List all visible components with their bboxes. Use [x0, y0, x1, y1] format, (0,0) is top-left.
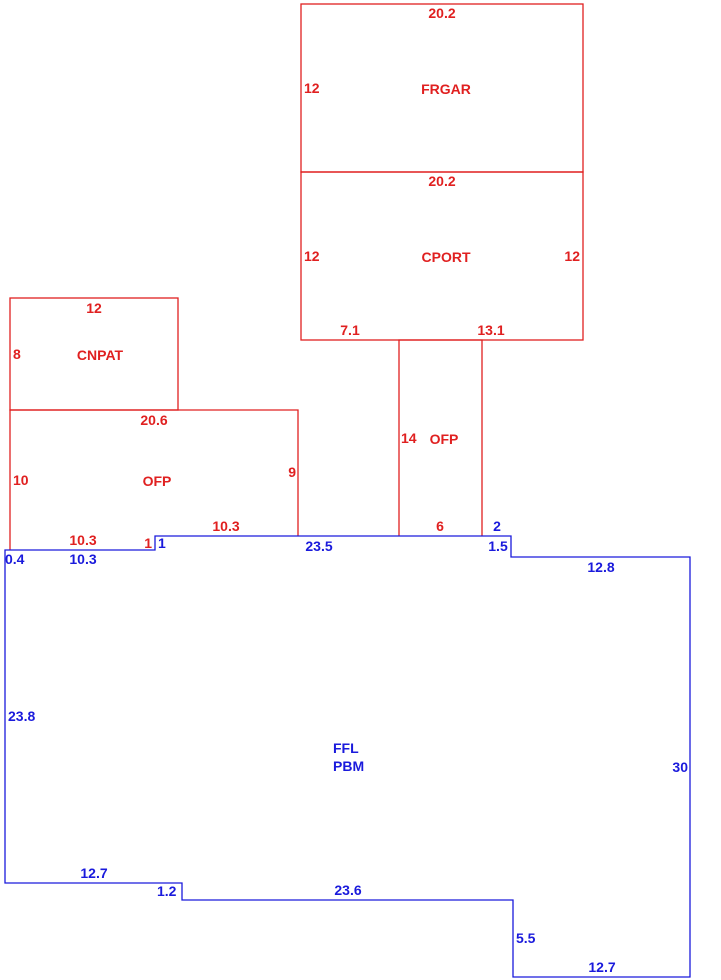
cnpat-left-dim: 8: [13, 346, 21, 362]
ofp-left-top-dim: 20.6: [140, 412, 167, 428]
ofp-mid-left-dim: 14: [401, 430, 417, 446]
main-dim-23-8: 23.8: [8, 708, 35, 724]
cport-label: CPORT: [422, 249, 471, 265]
main-dim-23-6: 23.6: [334, 882, 361, 898]
ofp-left-outline: [9, 409, 299, 550]
frgar-label: FRGAR: [421, 81, 471, 97]
main-dim-30: 30: [672, 759, 688, 775]
main-dim-23-5: 23.5: [305, 538, 332, 554]
main-dim-1-5: 1.5: [488, 538, 508, 554]
frgar-left-dim: 12: [304, 80, 320, 96]
main-dim-2: 2: [493, 518, 501, 534]
ofp-left-bottom-c-dim: 10.3: [212, 518, 239, 534]
main-dim-0-4: 0.4: [5, 551, 25, 567]
ofp-mid-label: OFP: [430, 431, 459, 447]
main-dim-12-8: 12.8: [587, 559, 614, 575]
cport-left-dim: 12: [304, 248, 320, 264]
main-dim-5-5: 5.5: [516, 930, 536, 946]
main-dim-12-7-a: 12.7: [80, 865, 107, 881]
frgar-top-dim: 20.2: [428, 5, 455, 21]
cport-right-dim: 12: [564, 248, 580, 264]
ofp-mid-outline: [398, 339, 483, 536]
cport-bottom-right-dim: 13.1: [477, 322, 504, 338]
ofp-mid-bottom-dim: 6: [436, 518, 444, 534]
cport-top-dim: 20.2: [428, 173, 455, 189]
main-label-pbm: PBM: [333, 758, 364, 774]
ofp-left-bottom-a-dim: 10.3: [69, 532, 96, 548]
ofp-left-right-dim: 9: [288, 464, 296, 480]
main-dim-1-2: 1.2: [157, 883, 177, 899]
main-dim-12-7-b: 12.7: [588, 959, 615, 975]
ofp-left-bottom-b-dim: 1: [144, 535, 152, 551]
cnpat-label: CNPAT: [77, 347, 124, 363]
ffl-pbm-outline: [4, 535, 691, 978]
ofp-left-label: OFP: [143, 473, 172, 489]
cnpat-top-dim: 12: [86, 300, 102, 316]
main-dim-1: 1: [158, 535, 166, 551]
main-dim-10-3: 10.3: [69, 551, 96, 567]
main-label-ffl: FFL: [333, 740, 359, 756]
ofp-left-left-dim: 10: [13, 472, 29, 488]
cport-bottom-left-dim: 7.1: [340, 322, 360, 338]
